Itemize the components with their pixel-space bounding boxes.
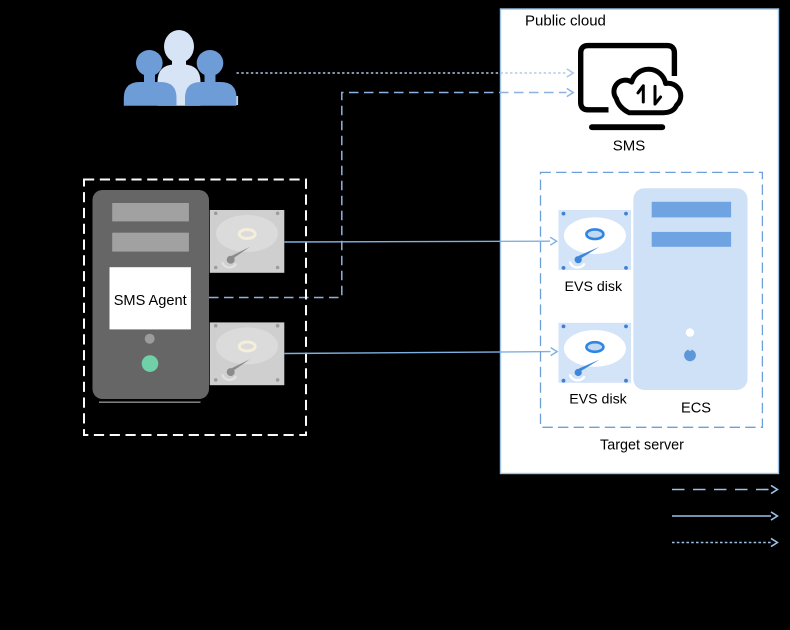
svg-text:Target server: Target server xyxy=(600,438,684,454)
svg-text:SMS Agent: SMS Agent xyxy=(114,293,187,309)
svg-text:EVS disk: EVS disk xyxy=(565,279,623,295)
svg-text:EVS disk: EVS disk xyxy=(569,392,627,408)
svg-text:SMS: SMS xyxy=(613,138,646,155)
svg-text:Public cloud: Public cloud xyxy=(525,12,606,29)
svg-text:ECS: ECS xyxy=(681,401,711,417)
